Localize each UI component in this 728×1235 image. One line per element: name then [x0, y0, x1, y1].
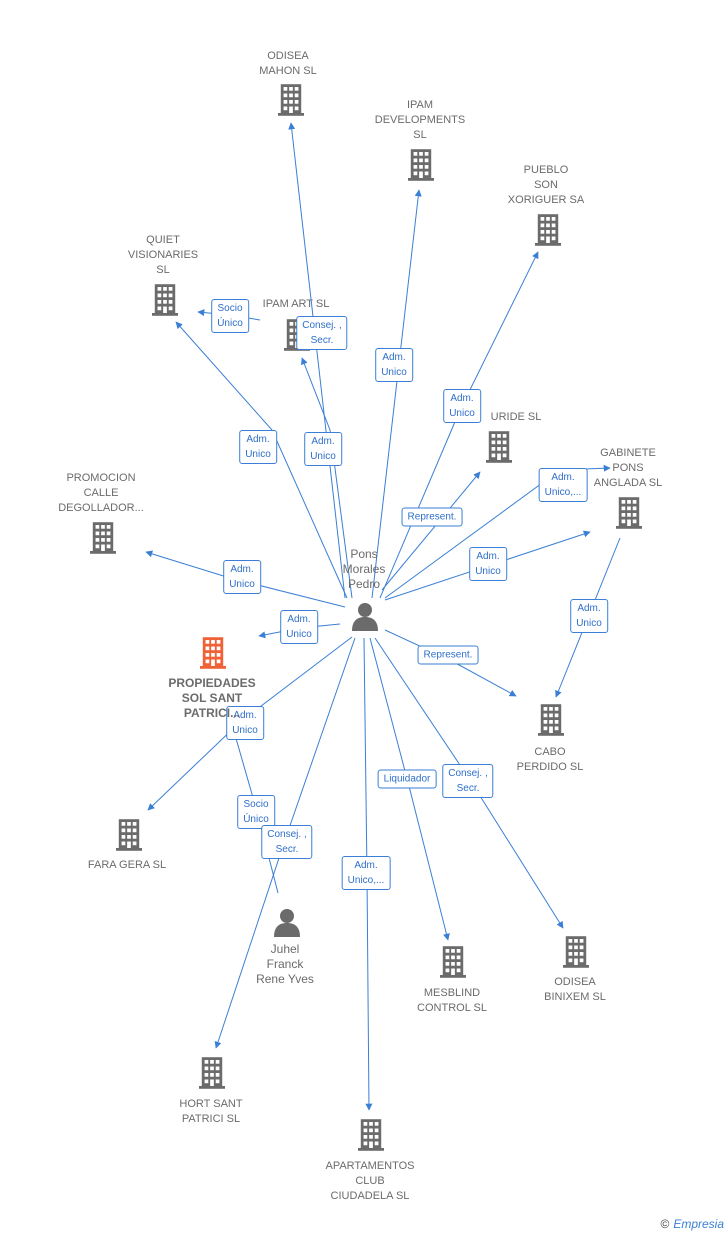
edge-label[interactable]: Adm. Unico	[570, 599, 608, 633]
company-name[interactable]: IPAM ART SL	[262, 298, 330, 310]
building-icon[interactable]	[116, 819, 142, 851]
building-icon[interactable]	[90, 522, 116, 554]
edge-label[interactable]: Consej. , Secr.	[296, 316, 348, 350]
company-name[interactable]: PROPIEDADES SOL SANT PATRICI...	[168, 676, 256, 720]
building-icon[interactable]	[440, 946, 466, 978]
edge-label[interactable]: Adm. Unico	[239, 430, 277, 464]
company-name[interactable]: GABINETE PONS ANGLADA SL	[593, 447, 663, 489]
company-name[interactable]: APARTAMENTOS CLUB CIUDADELA SL	[325, 1160, 415, 1202]
building-icon[interactable]	[486, 431, 512, 463]
company-name[interactable]: PUEBLO SON XORIGUER SA	[507, 164, 585, 206]
building-icon[interactable]	[616, 497, 642, 529]
building-icon[interactable]	[538, 704, 564, 736]
company-name[interactable]: IPAM DEVELOPMENTS SL	[374, 99, 466, 141]
edge-label[interactable]: Represent.	[417, 645, 479, 665]
edge-label[interactable]: Adm. Unico,...	[341, 856, 391, 890]
edge-label[interactable]: Adm. Unico	[375, 348, 413, 382]
edge-label[interactable]: Adm. Unico	[469, 547, 507, 581]
company-name[interactable]: PROMOCION CALLE DEGOLLADOR...	[58, 472, 144, 514]
building-icon[interactable]	[199, 1057, 225, 1089]
edge-label[interactable]: Adm. Unico	[280, 610, 318, 644]
edge-line	[379, 251, 539, 599]
edge-label[interactable]: Represent.	[401, 507, 463, 527]
edge-label[interactable]: Socio Único	[237, 795, 275, 829]
company-name[interactable]: HORT SANT PATRICI SL	[179, 1098, 243, 1125]
footer: ©Empresia	[660, 1217, 724, 1231]
edge-label[interactable]: Liquidador	[377, 769, 437, 789]
person-name[interactable]: Juhel Franck Rene Yves	[256, 942, 314, 986]
company-name[interactable]: URIDE SL	[490, 411, 542, 423]
edge-label[interactable]: Adm. Unico	[223, 560, 261, 594]
copyright-symbol: ©	[660, 1217, 670, 1231]
edge-line	[288, 122, 346, 599]
edge-label[interactable]: Socio Único	[211, 299, 249, 333]
person-name[interactable]: Pons Morales Pedro	[342, 547, 386, 591]
brand-logo: Empresia	[673, 1217, 724, 1231]
person-icon[interactable]	[274, 909, 300, 937]
company-name[interactable]: QUIET VISIONARIES SL	[127, 234, 199, 276]
edge-label[interactable]: Adm. Unico	[304, 432, 342, 466]
edge-line	[301, 357, 353, 599]
company-name[interactable]: ODISEA MAHON SL	[259, 50, 317, 77]
edge-label[interactable]: Consej. , Secr.	[261, 825, 313, 859]
building-icon[interactable]	[358, 1119, 384, 1151]
edge-label[interactable]: Adm. Unico	[443, 389, 481, 423]
edge-line	[369, 637, 450, 941]
edge-label[interactable]: Adm. Unico	[226, 706, 264, 740]
building-icon[interactable]	[152, 284, 178, 316]
edge-label[interactable]: Adm. Unico,...	[538, 468, 588, 502]
building-icon[interactable]	[535, 214, 561, 246]
person-icon[interactable]	[352, 603, 378, 631]
edge-line	[371, 189, 422, 599]
company-name[interactable]: FARA GERA SL	[87, 859, 167, 871]
company-name[interactable]: CABO PERDIDO SL	[516, 746, 584, 773]
building-icon[interactable]	[278, 84, 304, 116]
edge-line	[381, 471, 481, 591]
company-name[interactable]: MESBLIND CONTROL SL	[417, 987, 487, 1014]
edges-layer	[145, 122, 621, 1111]
company-name[interactable]: ODISEA BINIXEM SL	[544, 976, 606, 1003]
edge-label[interactable]: Consej. , Secr.	[442, 764, 494, 798]
building-icon[interactable]	[200, 637, 226, 669]
building-icon[interactable]	[408, 149, 434, 181]
building-icon[interactable]	[563, 936, 589, 968]
